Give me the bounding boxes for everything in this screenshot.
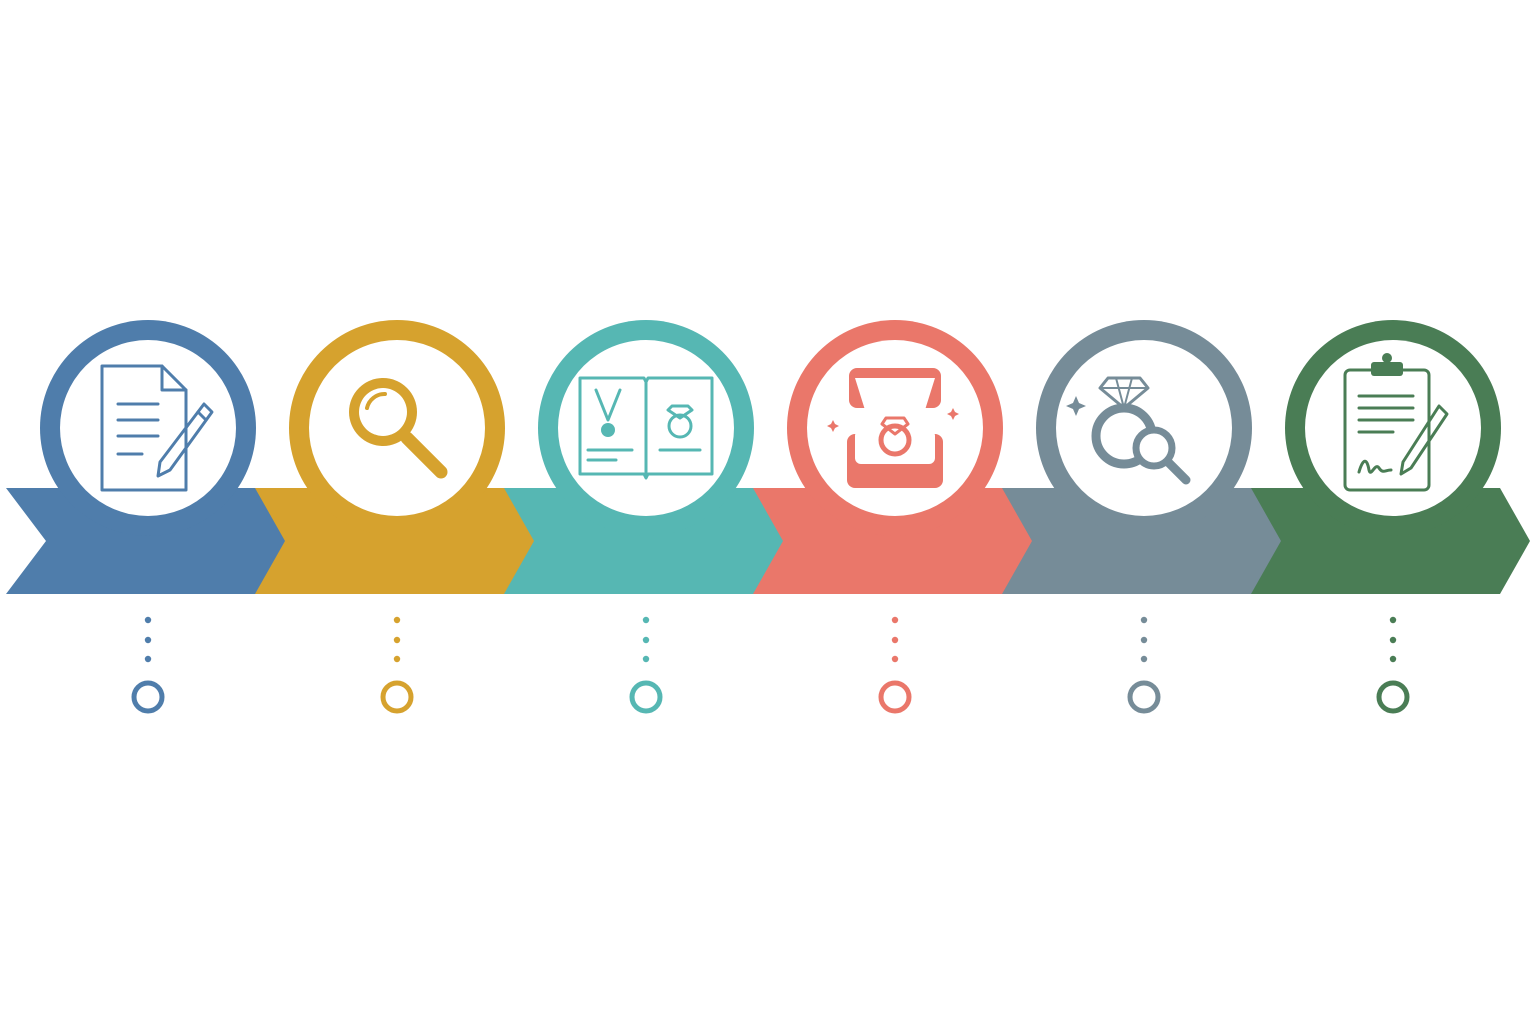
connector-dot [393, 616, 401, 624]
connector-dot [1140, 636, 1148, 644]
process-step [255, 320, 538, 714]
connector-dot [393, 655, 401, 663]
ring-box-icon [827, 368, 959, 488]
step-endpoint [131, 680, 165, 714]
connector-dot [1140, 616, 1148, 624]
connector-dot [1389, 655, 1397, 663]
connector-dot [642, 636, 650, 644]
chevron-arrow [1002, 488, 1285, 594]
chevron-arrow [1251, 488, 1530, 594]
jewelry-catalog-book-icon [578, 376, 714, 480]
clipboard-signature-icon [1343, 353, 1449, 492]
connector-dot [1389, 616, 1397, 624]
connector-dot [642, 655, 650, 663]
connector-dot [144, 636, 152, 644]
connector-dot [891, 655, 899, 663]
connector-dot [144, 616, 152, 624]
process-step [1002, 320, 1285, 714]
chevron-arrow [504, 488, 787, 594]
step-circle-inner [60, 340, 236, 516]
step-endpoint [1376, 680, 1410, 714]
connector-dot [1389, 636, 1397, 644]
step-endpoint [380, 680, 414, 714]
process-step [504, 320, 787, 714]
ring-inspection-icon [1066, 376, 1191, 485]
magnifying-glass-icon [349, 378, 448, 479]
connector-dot [393, 636, 401, 644]
connector-dot [891, 616, 899, 624]
chevron-arrow [255, 488, 538, 594]
connector-dot [144, 655, 152, 663]
chevron-arrow [6, 488, 289, 594]
process-step [6, 320, 289, 714]
step-circle-inner [1305, 340, 1481, 516]
document-with-pen-icon [100, 364, 214, 492]
step-endpoint [1127, 680, 1161, 714]
connector-dot [642, 616, 650, 624]
process-step [753, 320, 1036, 714]
connector-dot [891, 636, 899, 644]
process-step [1251, 320, 1530, 714]
chevron-arrow [753, 488, 1036, 594]
step-circle-inner [1056, 340, 1232, 516]
step-endpoint [878, 680, 912, 714]
step-endpoint [629, 680, 663, 714]
connector-dot [1140, 655, 1148, 663]
